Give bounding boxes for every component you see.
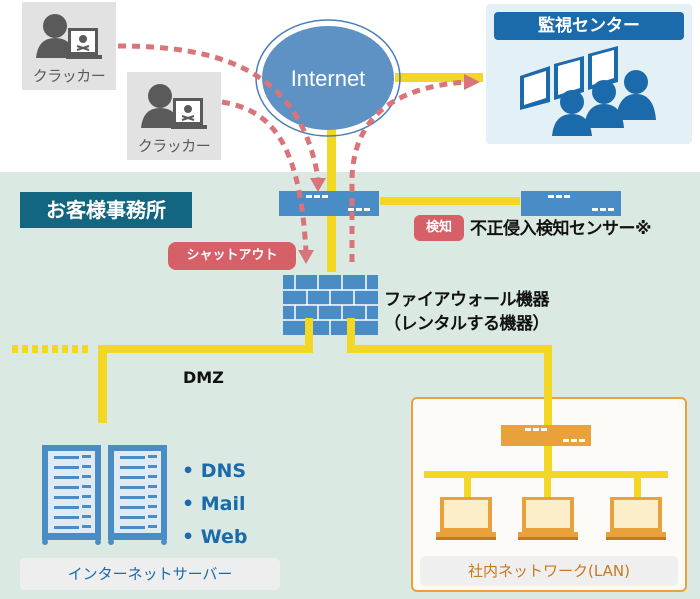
dmz-label: DMZ: [183, 368, 224, 387]
firewall-device: [283, 275, 378, 335]
cracker-label: クラッカー: [32, 67, 106, 85]
cable-internet-router: [327, 120, 336, 192]
service-dns: • DNS: [182, 460, 247, 482]
attack-arrow-router: [310, 178, 326, 192]
firewall-label: ファイアウォール機器 （レンタルする機器）: [384, 288, 550, 336]
server-services-list: • DNS • Mail • Web: [182, 455, 248, 554]
attack-paths: [117, 43, 466, 262]
attack-arrow-monitor: [464, 74, 480, 90]
server-caption: インターネットサーバー: [20, 558, 280, 590]
monitoring-center: 監視センター: [486, 4, 692, 144]
attack-arrow-firewall: [298, 250, 314, 264]
internet-cloud: [262, 26, 394, 130]
ids-sensor-device: [521, 191, 621, 216]
attack-path-to-monitor: [349, 79, 466, 262]
cable-dmz-dashed: [12, 345, 88, 353]
cable-internet-monitor: [395, 73, 483, 82]
operators-icon: [520, 46, 656, 136]
service-mail: • Mail: [182, 493, 246, 515]
cracker-icon: [141, 84, 207, 129]
attack-path-cracker-2: [221, 99, 309, 253]
cracker-2: クラッカー: [127, 72, 221, 160]
ids-sensor-label: 不正侵入検知センサー※: [470, 219, 652, 239]
cracker-label: クラッカー: [137, 137, 211, 155]
cracker-1: クラッカー: [22, 2, 116, 90]
firewall-label-line1: ファイアウォール機器: [384, 290, 550, 310]
monitoring-center-title: 監視センター: [494, 12, 684, 40]
lan-caption: 社内ネットワーク(LAN): [420, 556, 678, 586]
cable-dmz-servers: [98, 345, 107, 423]
shutout-badge: シャットアウト: [168, 242, 296, 270]
office-title: お客様事務所: [20, 192, 192, 228]
server-rack-icon: [42, 445, 167, 545]
laptop-icon: [436, 497, 496, 540]
cable-router-firewall: [327, 210, 336, 272]
detect-badge: 検知: [414, 215, 464, 241]
cable-router-ids: [380, 197, 520, 205]
laptop-icon: [606, 497, 666, 540]
service-web: • Web: [182, 526, 248, 548]
cable-lan: [347, 345, 552, 353]
laptop-icon: [518, 497, 578, 540]
attack-path-cracker-1: [117, 43, 321, 179]
cracker-icon: [36, 14, 102, 59]
internet-label: Internet: [291, 66, 366, 91]
firewall-label-line2: （レンタルする機器）: [384, 314, 550, 334]
router-device: [279, 191, 379, 216]
cable-dmz: [100, 345, 313, 353]
